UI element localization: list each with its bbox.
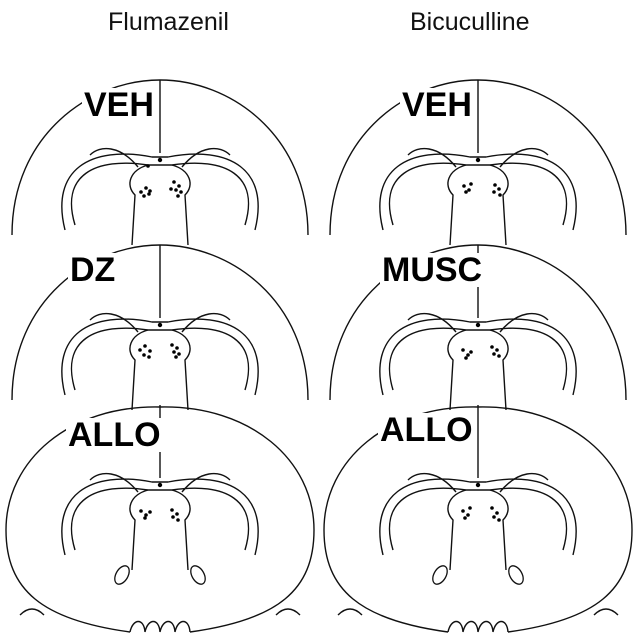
cannula-site-dot [468,506,472,510]
cannula-site-dot [466,353,470,357]
cannula-site-dot [469,182,473,186]
piriform-bump-left [20,609,44,615]
septum-right [490,330,508,410]
section-label-veh: VEH [400,88,474,122]
cannula-site-dot [492,190,496,194]
cannula-site-dot [174,355,178,359]
cannula-site-dot [464,190,468,194]
cannula-site-dot [467,188,471,192]
cannula-site-dot [495,511,499,515]
cannula-site-dot [466,513,470,517]
cannula-site-dot [142,194,146,198]
ventral-bumps [130,622,190,633]
anterior-commissure-left [430,563,450,586]
section-label-veh: VEH [82,88,156,122]
septum-right [490,490,508,570]
midline-dot [476,158,480,162]
cannula-site-dot [148,349,152,353]
septum-right [490,165,508,245]
cannula-site-dot [139,509,143,513]
midline-dot [158,158,162,162]
ventral-bumps [448,622,508,633]
cannula-site-dot [148,510,152,514]
cannula-site-dot [469,350,473,354]
cannula-site-dot [462,184,466,188]
cannula-site-dot [142,353,146,357]
cannula-site-dot [172,350,176,354]
cannula-site-dot [170,343,174,347]
cannula-site-dot [176,194,180,198]
cannula-site-dot [146,164,150,168]
cannula-site-dot [498,193,502,197]
septum-right [172,165,190,245]
cannula-site-dot [171,515,175,519]
cannula-site-dot [174,188,178,192]
cannula-site-dot [147,355,151,359]
cannula-site-dot [138,348,142,352]
piriform-bump-right [594,609,618,615]
cannula-site-dot [177,184,181,188]
septum-right [172,330,190,410]
cannula-site-dot [492,352,496,356]
cannula-site-dot [144,186,148,190]
cannula-site-dot [490,506,494,510]
cannula-site-dot [464,356,468,360]
corpus-callosum-inner [390,328,567,390]
section-label-musc: MUSC [380,253,484,287]
cannula-site-dot [497,354,501,358]
cannula-site-dot [497,518,501,522]
cannula-site-dot [179,190,183,194]
cannula-site-dot [143,344,147,348]
section-label-allo: ALLO [378,413,475,447]
midline-dot [476,323,480,327]
cannula-site-dot [493,183,497,187]
cannula-site-dot [175,346,179,350]
cannula-site-dot [463,516,467,520]
cannula-site-dot [147,192,151,196]
corpus-callosum-inner [390,488,567,550]
septum-left [448,490,466,570]
cannula-site-dot [492,515,496,519]
cannula-site-dot [461,348,465,352]
corpus-callosum-inner [72,328,249,390]
septum-left [130,490,148,570]
piriform-bump-left [338,609,362,615]
cannula-site-dot [497,187,501,191]
septum-left [130,330,148,410]
cannula-site-dot [143,516,147,520]
cannula-site-dot [169,187,173,191]
midline-dot [158,323,162,327]
section-label-dz: DZ [68,253,117,287]
cannula-site-dot [170,508,174,512]
cannula-site-dot [495,348,499,352]
piriform-bump-right [276,609,300,615]
septum-left [448,330,466,410]
anterior-commissure-right [188,563,208,586]
cannula-site-dot [139,190,143,194]
corpus-callosum-inner [390,163,567,225]
cannula-site-dot [461,509,465,513]
midline-dot [476,483,480,487]
anterior-commissure-left [112,563,132,586]
cannula-site-dot [490,345,494,349]
section-label-allo: ALLO [66,418,163,452]
septum-left [448,165,466,245]
corpus-callosum-inner [72,163,249,225]
cannula-site-dot [175,512,179,516]
cannula-site-dot [172,180,176,184]
anterior-commissure-right [506,563,526,586]
midline-dot [158,483,162,487]
corpus-callosum-inner [72,488,249,550]
cannula-site-dot [177,352,181,356]
cannula-site-dot [176,518,180,522]
septum-right [172,490,190,570]
septum-left [130,165,148,245]
